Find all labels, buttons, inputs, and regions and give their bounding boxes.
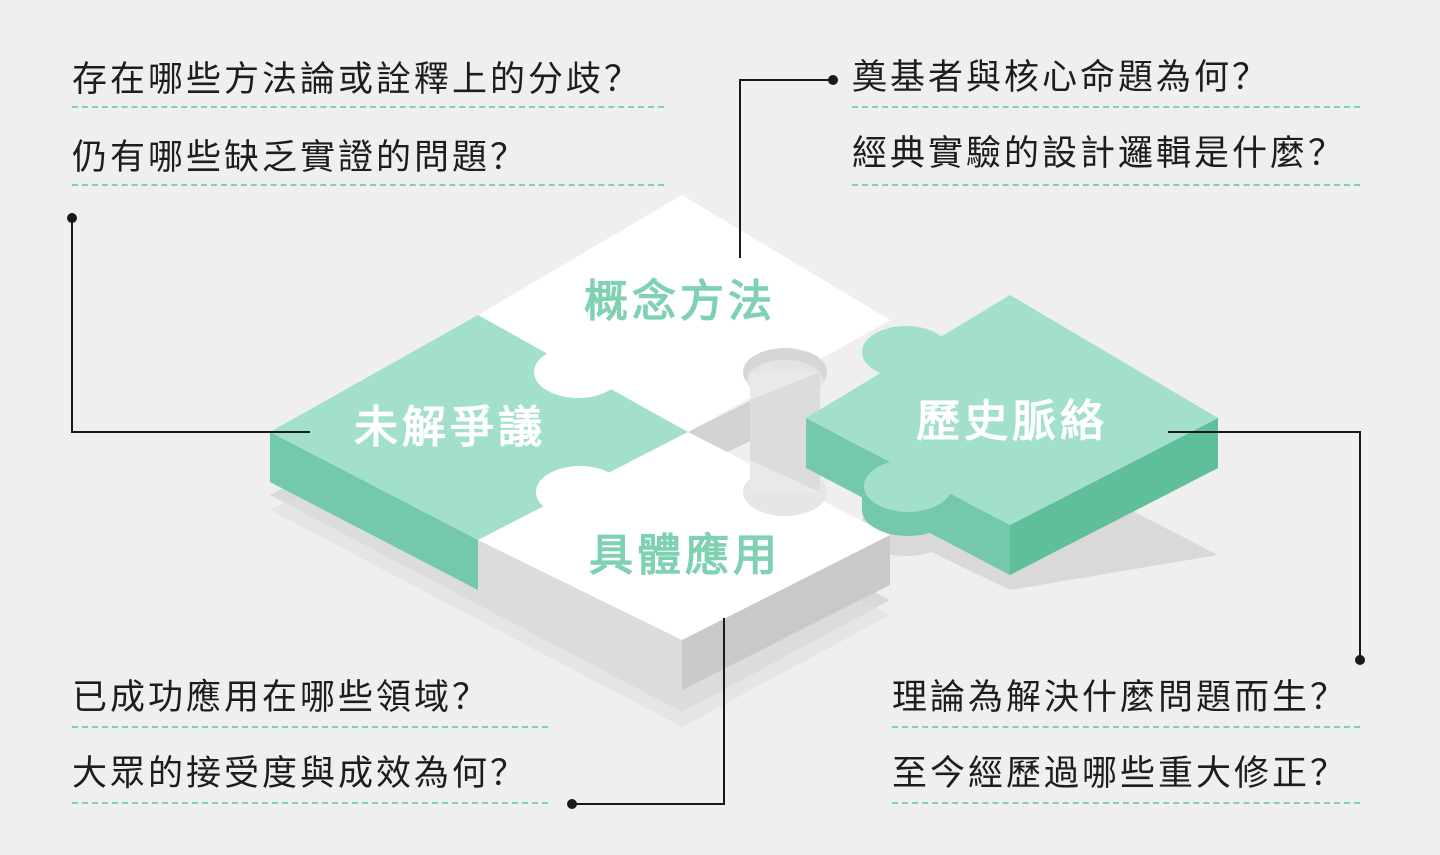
leader-bottom-left — [572, 618, 725, 805]
history-knob-top-left — [862, 326, 950, 378]
dot-top-right — [828, 75, 838, 85]
divider-top-right-2 — [852, 184, 1360, 186]
question-bottom-left-1: 已成功應用在哪些領域？ — [72, 678, 491, 718]
label-history: 歷史脈絡 — [916, 396, 1108, 447]
question-top-left-2: 仍有哪些缺乏實證的問題？ — [72, 138, 529, 178]
divider-bottom-right-1 — [892, 726, 1360, 728]
dot-bottom-right — [1355, 655, 1365, 665]
question-top-right-1: 奠基者與核心命題為何？ — [852, 58, 1271, 98]
divider-top-right-1 — [852, 106, 1360, 108]
bottom-white-front-side — [478, 540, 682, 690]
leader-dots — [67, 75, 1365, 809]
left-teal-side — [270, 432, 478, 590]
dot-bottom-left — [567, 799, 577, 809]
knob-top — [534, 346, 622, 398]
question-top-left-1: 存在哪些方法論或詮釋上的分歧？ — [72, 60, 643, 100]
question-bottom-right-2: 至今經歷過哪些重大修正？ — [892, 754, 1349, 794]
question-bottom-right-1: 理論為解決什麼問題而生？ — [892, 678, 1349, 718]
socket-channel-shade — [750, 372, 820, 492]
divider-bottom-left-2 — [72, 802, 548, 804]
leader-lines — [71, 79, 1361, 805]
bottom-white-right-side — [682, 535, 890, 690]
divider-bottom-left-1 — [72, 726, 548, 728]
label-applications: 具體應用 — [589, 530, 781, 581]
history-knob-bottom — [864, 460, 952, 512]
label-concepts: 概念方法 — [584, 276, 776, 327]
leader-top-left — [71, 218, 310, 433]
knob-bottom — [536, 466, 624, 518]
history-side-right — [1010, 418, 1218, 575]
divider-top-left-1 — [72, 106, 664, 108]
divider-top-left-2 — [72, 184, 664, 186]
dot-top-left — [67, 213, 77, 223]
divider-bottom-right-2 — [892, 802, 1360, 804]
leader-top-right — [739, 79, 832, 258]
question-bottom-left-2: 大眾的接受度與成效為何？ — [72, 754, 529, 794]
question-top-right-2: 經典實驗的設計邏輯是什麼？ — [852, 134, 1347, 174]
label-debates: 未解爭議 — [354, 402, 546, 453]
leader-bottom-right — [1168, 431, 1361, 658]
history-piece — [806, 295, 1218, 575]
